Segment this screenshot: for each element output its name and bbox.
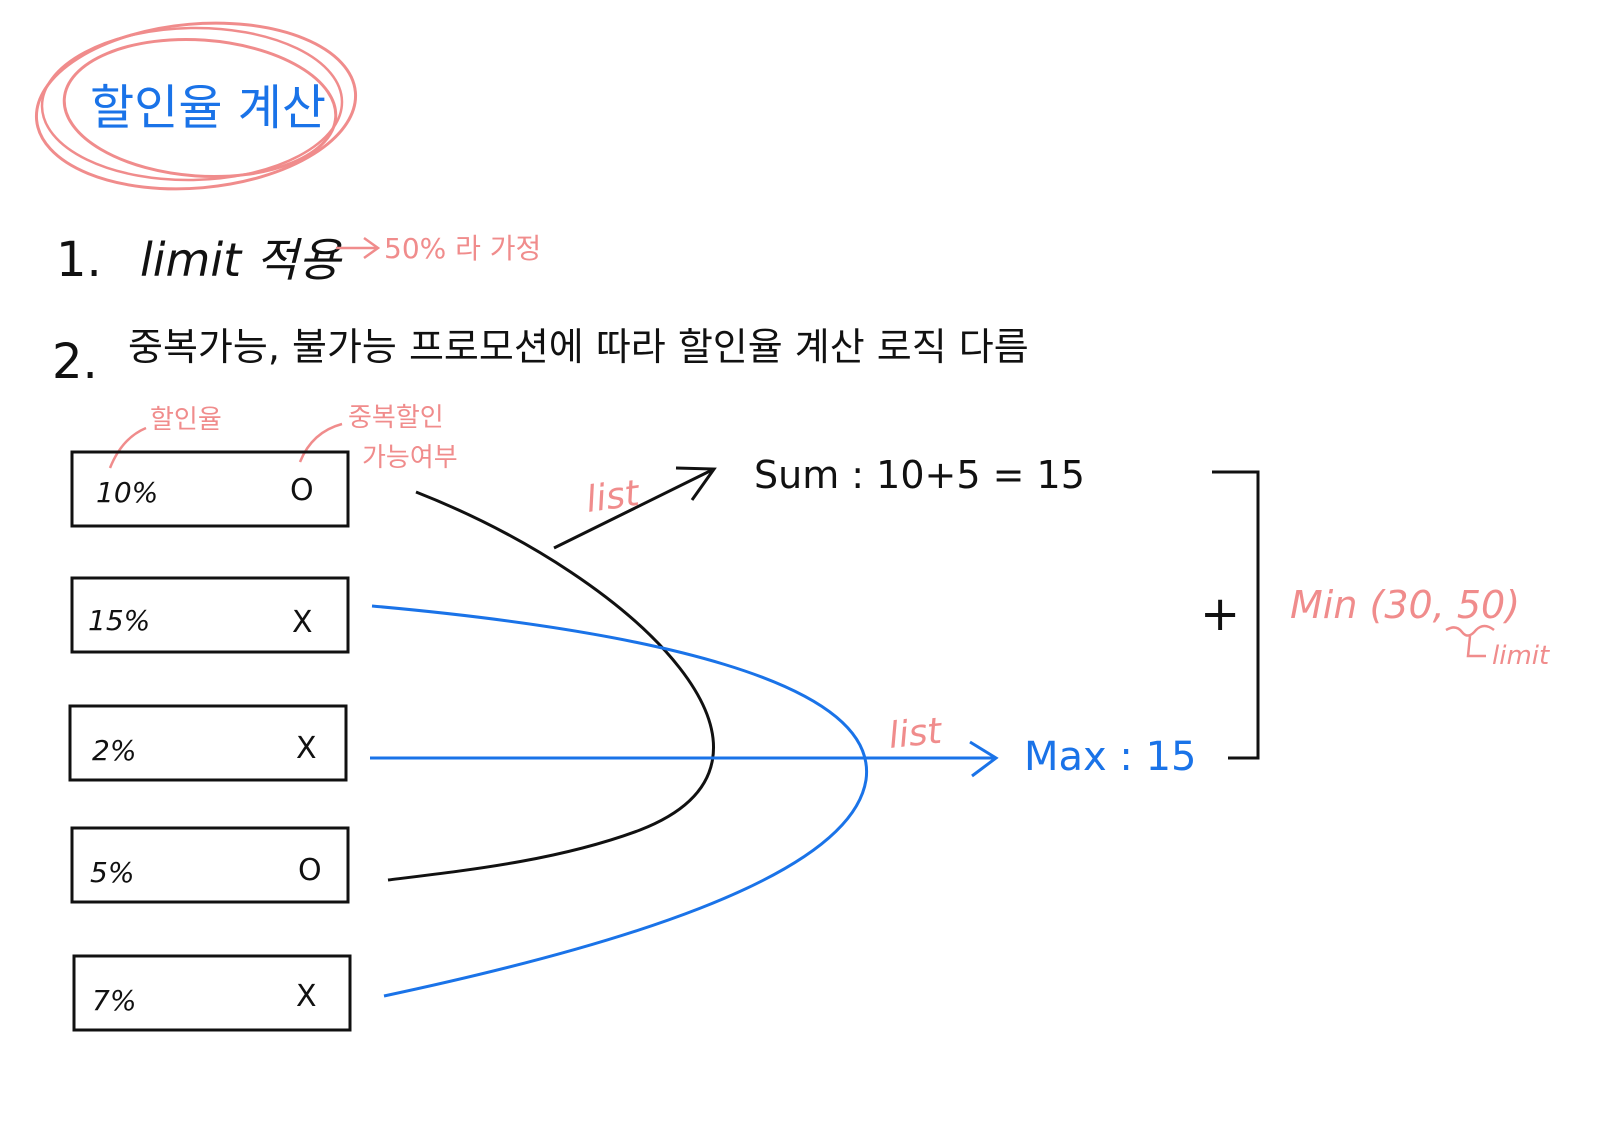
step-2: 2. 중복가능, 불가능 프로모션에 따라 할인율 계산 로직 다름	[52, 325, 1029, 390]
sum-arrow-shaft	[553, 468, 713, 550]
sum-arrow-head	[675, 466, 717, 501]
sum-branch: list Sum : 10+5 = 15	[387, 453, 1085, 882]
step-1: 1. limit 적용 50% 라 가정	[56, 232, 541, 288]
step-2-text: 중복가능, 불가능 프로모션에 따라 할인율 계산 로직 다름	[128, 325, 1029, 369]
stackable-label-pointer	[298, 422, 343, 463]
limit-note: limit	[1492, 641, 1550, 671]
stackable-column-label-line2: 가능여부	[362, 443, 458, 473]
max-arrow-head	[969, 740, 999, 778]
promotion-row-1: 10% O	[70, 450, 350, 528]
title-circle-middle	[40, 26, 344, 182]
rate-column-label: 할인율	[150, 405, 222, 435]
title-circle-inner	[62, 38, 338, 178]
promotion-row-4: 5% O	[70, 826, 350, 904]
limit-pointer	[1466, 635, 1486, 658]
promotion-rate: 10%	[96, 476, 158, 509]
promotion-row-5: 7% X	[72, 954, 352, 1032]
max-result: Max : 15	[1024, 734, 1197, 780]
stackable-column-label-line1: 중복할인	[348, 403, 444, 433]
promotion-box	[70, 826, 350, 904]
promotion-stackable: X	[292, 605, 313, 640]
min-formula: Min (30, 50)	[1290, 583, 1520, 627]
promotion-rate: 7%	[92, 984, 136, 1017]
promotion-box	[70, 576, 350, 654]
plus-sign: +	[1200, 586, 1240, 642]
step-2-number: 2.	[52, 334, 98, 390]
step-1-number: 1.	[56, 232, 102, 288]
rate-label-pointer	[108, 426, 147, 469]
promotion-rate: 15%	[88, 604, 150, 637]
promotion-box	[72, 954, 352, 1032]
title-group: 할인율 계산	[34, 21, 358, 191]
promotion-stackable: X	[296, 731, 317, 766]
promotion-stackable: O	[298, 853, 322, 888]
promotion-stackable: X	[296, 979, 317, 1014]
stackable-curve	[387, 490, 715, 882]
max-branch: list Max : 15	[370, 604, 1197, 998]
step-1-arrow-head	[363, 236, 381, 260]
sum-result: Sum : 10+5 = 15	[754, 453, 1085, 497]
sum-list-label: list	[584, 473, 644, 521]
limit-brace	[1445, 624, 1495, 637]
combine-group: + Min (30, 50) limit	[1200, 470, 1550, 760]
combine-bracket	[1212, 470, 1260, 760]
page-title: 할인율 계산	[90, 80, 326, 136]
step-1-text: limit 적용	[140, 233, 343, 287]
step-1-note: 50% 라 가정	[384, 232, 541, 265]
title-circle-outer	[34, 21, 358, 191]
promotion-row-3: 2% X	[68, 704, 348, 782]
max-list-label: list	[887, 710, 946, 756]
promotion-box	[70, 450, 350, 528]
promotion-rate: 5%	[90, 856, 134, 889]
promotion-row-2: 15% X	[70, 576, 350, 654]
promotion-box	[68, 704, 348, 782]
promotion-rate: 2%	[92, 734, 136, 767]
promotion-stackable: O	[290, 473, 314, 508]
non-stackable-curve	[371, 604, 868, 998]
column-labels: 할인율 중복할인 가능여부	[108, 403, 458, 473]
